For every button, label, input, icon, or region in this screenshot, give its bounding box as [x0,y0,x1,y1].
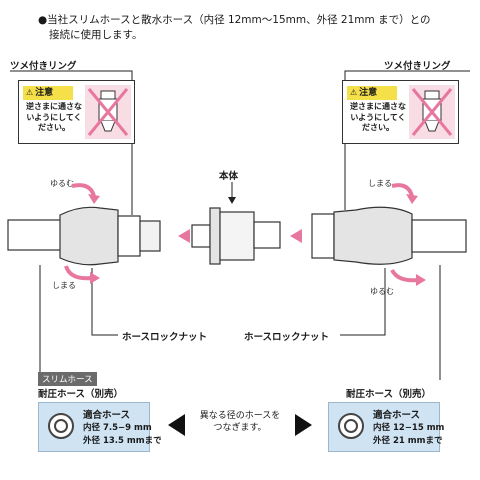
warning-badge: ⚠注意 [23,86,73,100]
ring-inverted-icon [411,88,453,136]
fit-outer: 外径 13.5 mmまで [83,436,162,446]
right-nut-leader [340,268,386,336]
left-hose-assembly [7,206,161,266]
center-note-line-1: 異なる径のホースを [199,411,281,421]
left-ring-label: ツメ付きリング [10,61,77,72]
slim-hose-tag: スリムホース [38,372,97,386]
right-hose [411,219,467,253]
left-loosen-arrow [71,183,96,197]
right-lock-nut [333,206,413,265]
center-note: 異なる径のホースを つなぎます。 [190,410,290,434]
right-warning-box: ⚠注意 逆さまに通さないようにしてください。 [342,80,459,144]
body-arrowhead [228,197,236,204]
warning-badge: ⚠注意 [347,86,397,100]
center-note-line-2: つなぎます。 [213,423,267,433]
right-tighten-arrow [391,183,414,197]
left-loosen-label: ゆるむ [50,179,74,188]
left-tighten-label: しまる [52,281,76,290]
left-ring [117,215,141,257]
hose-ring-icon [48,413,74,439]
fit-inner: 内径 7.5−9 mm [83,423,152,433]
left-tighten-arrowhead [90,272,100,284]
right-ring-label: ツメ付きリング [384,61,451,72]
intro-line-1: ●当社スリムホースと散水ホース（内径 12mm〜15mm、外径 21mm まで）… [38,14,431,26]
left-nipple [139,220,161,252]
left-black-arrow [168,414,185,436]
right-hose-assembly [311,206,467,265]
body-label: 本体 [219,171,239,182]
intro-line-2: 接続に使用します。 [49,29,143,41]
left-lock-nut [59,206,119,266]
body-connector [191,207,281,265]
left-hose [7,219,67,251]
right-ring-leader [344,70,470,210]
right-loosen-arrow [390,268,419,283]
left-hose-label: 耐圧ホース（別売） [38,389,124,400]
ring-warning-image [85,85,131,139]
ring-inverted-icon [87,88,129,136]
left-insert-arrow [178,229,190,243]
warning-text: 逆さまに通さないようにしてください。 [350,102,406,132]
right-fit-box: 適合ホース 内径 12−15 mm 外径 21 mmまで [328,402,444,452]
right-insert-arrow [290,229,302,243]
fit-inner: 内径 12−15 mm [373,423,445,433]
right-tighten-arrowhead [406,194,418,204]
right-black-arrow [295,414,312,436]
intro-text: ●当社スリムホースと散水ホース（内径 12mm〜15mm、外径 21mm まで）… [38,13,448,43]
warning-icon: ⚠ [350,88,358,97]
fit-title: 適合ホース [373,410,421,421]
left-ring-leader [10,70,133,215]
left-nut-label: ホースロックナット [122,332,208,343]
right-loosen-arrowhead [416,274,426,286]
left-tighten-arrow [64,265,93,281]
ring-warning-image [409,85,455,139]
warning-icon: ⚠ [26,88,34,97]
left-loosen-arrowhead [88,194,100,204]
right-hose-label: 耐圧ホース（別売） [346,389,432,400]
right-ring [311,213,335,259]
fit-outer: 外径 21 mmまで [373,436,443,446]
hose-ring-icon [338,413,364,439]
right-nut-label: ホースロックナット [244,332,330,343]
right-tighten-label: しまる [368,179,392,188]
right-loosen-label: ゆるむ [370,287,394,296]
left-warning-box: ⚠注意 逆さまに通さないようにしてください。 [18,80,135,144]
warning-text: 逆さまに通さないようにしてください。 [26,102,82,132]
left-nut-leader [91,268,118,336]
fit-title: 適合ホース [83,410,131,421]
left-fit-box: 適合ホース 内径 7.5−9 mm 外径 13.5 mmまで [38,402,162,452]
